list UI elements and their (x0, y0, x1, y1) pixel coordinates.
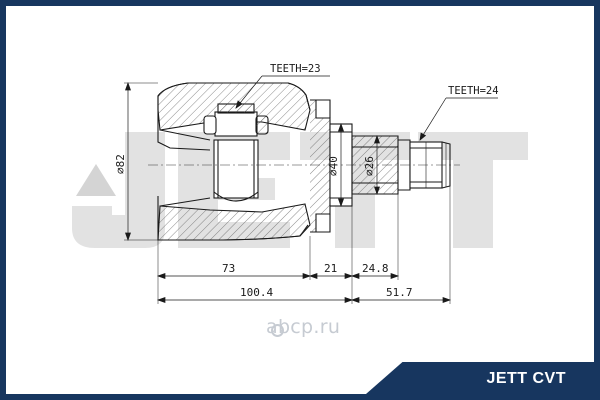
dim-hub-length: 21 (324, 262, 337, 275)
dim-body-length: 73 (222, 262, 235, 275)
dim-hub-diameter: ⌀40 (327, 156, 340, 176)
watermark-dot-icon (271, 324, 284, 337)
footer-label: JETT CVT (486, 370, 566, 387)
footer-band (366, 362, 594, 394)
dim-shaft-diameter: ⌀26 (363, 156, 376, 176)
watermark-text: abcp.ru (266, 316, 341, 338)
dim-outer-diameter: ⌀82 (114, 154, 127, 174)
dim-total-body-length: 100.4 (240, 286, 273, 299)
teeth-left-label: TEETH=23 (270, 63, 321, 75)
dimension-lines (124, 75, 498, 304)
teeth-right-label: TEETH=24 (448, 85, 499, 97)
dim-spline-length: 24.8 (362, 262, 389, 275)
tripod-roller (203, 103, 269, 202)
dim-total-shaft-length: 51.7 (386, 286, 413, 299)
